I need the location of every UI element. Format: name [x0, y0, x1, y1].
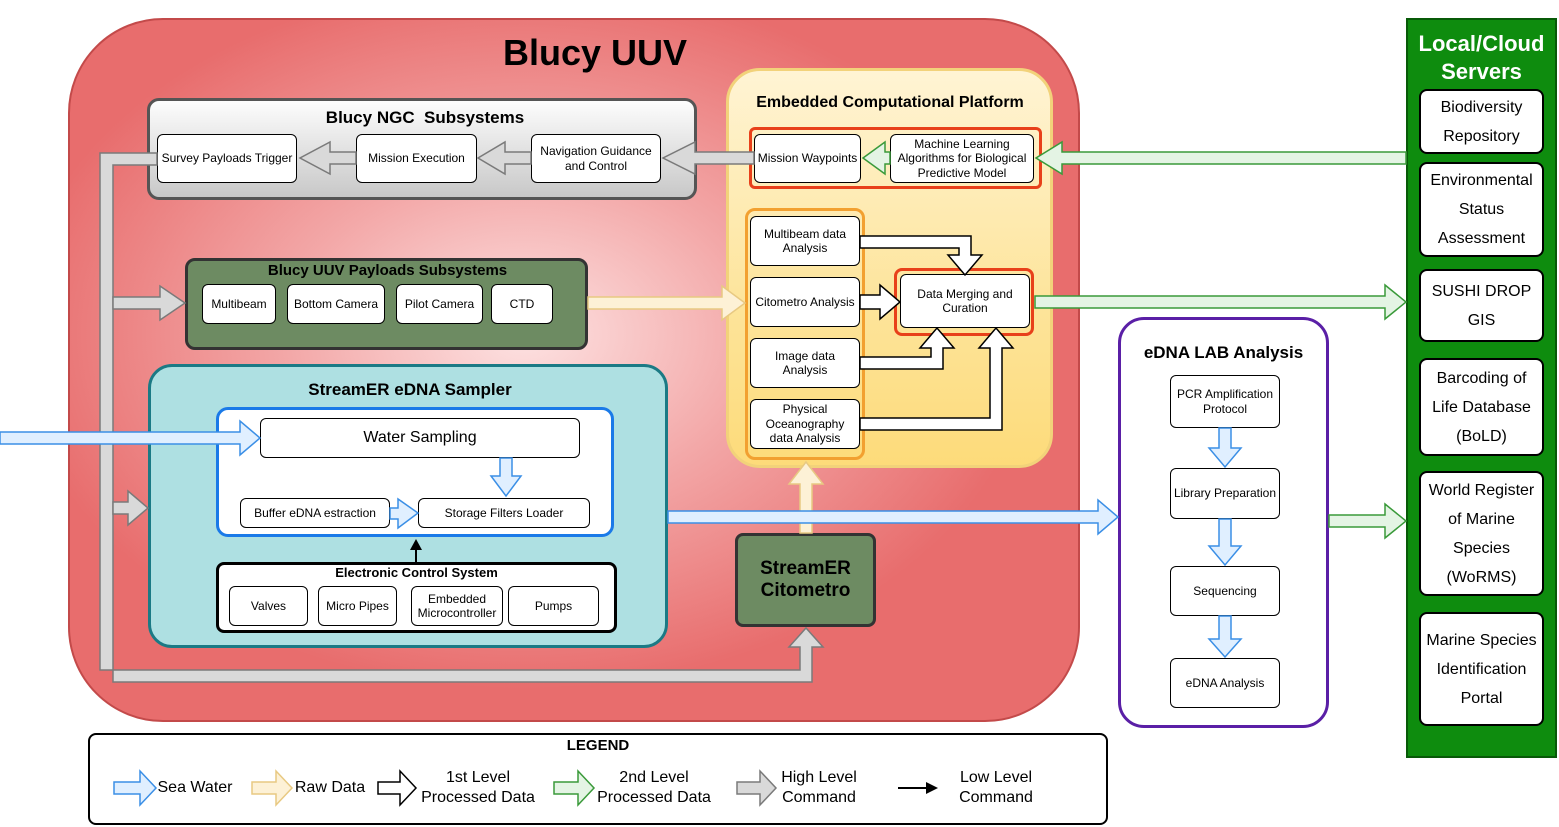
electronic-control-system-title: Electronic Control System	[335, 565, 498, 580]
server-bold: Barcoding of Life Database (BoLD)	[1419, 358, 1544, 456]
sea-water-legend-icon	[113, 769, 158, 807]
ecs-pumps: Pumps	[508, 586, 599, 626]
legend-raw-data: Raw Data	[294, 779, 366, 796]
pcr-amplification: PCR Amplification Protocol	[1170, 375, 1280, 428]
raw-data-arrows	[587, 284, 825, 534]
edna-analysis: eDNA Analysis	[1170, 658, 1280, 708]
raw-data-legend-icon	[251, 769, 294, 807]
mission-waypoints: Mission Waypoints	[754, 134, 861, 183]
sequencing: Sequencing	[1170, 566, 1280, 616]
library-preparation: Library Preparation	[1170, 468, 1280, 519]
payload-multibeam: Multibeam	[202, 284, 276, 324]
payload-pilot-camera: Pilot Camera	[396, 284, 483, 324]
low-level-command-arrow	[410, 539, 422, 562]
streamer-citometro-label: StreamER Citometro	[760, 558, 851, 601]
server-worms: World Register of Marine Species (WoRMS)	[1419, 471, 1544, 596]
servers-title: Local/Cloud Servers	[1418, 31, 1545, 84]
legend-second-level: 2nd Level Processed Data	[597, 769, 711, 806]
low-level-legend-icon-head	[926, 782, 938, 794]
buffer-edna-extraction: Buffer eDNA estraction	[240, 498, 390, 528]
ecs-micro-pipes: Micro Pipes	[318, 586, 397, 626]
legend-high-level: High Level Command	[781, 769, 857, 806]
analysis-group	[745, 208, 865, 460]
ml-predictive-model: Machine Learning Algorithms for Biologic…	[890, 134, 1034, 183]
legend-first-level: 1st Level Processed Data	[421, 769, 535, 806]
image-data-analysis: Image data Analysis	[750, 338, 860, 388]
data-merging-curation: Data Merging and Curation	[900, 274, 1030, 328]
storage-filters-loader: Storage Filters Loader	[418, 498, 590, 528]
server-environmental-status: Environmental Status Assessment	[1419, 162, 1544, 257]
sea-water-arrows	[0, 419, 1243, 659]
second-level-legend-icon	[553, 769, 596, 807]
ecs-valves: Valves	[229, 586, 308, 626]
first-level-legend-icon	[377, 769, 418, 807]
ngc-subsystems-title: Blucy NGC Subsystems	[325, 108, 525, 127]
survey-payloads-trigger: Survey Payloads Trigger	[157, 134, 297, 183]
payload-bottom-camera: Bottom Camera	[287, 284, 385, 324]
legend-title: LEGEND	[566, 737, 630, 754]
water-sampling: Water Sampling	[260, 418, 580, 458]
payloads-subsystems-title: Blucy UUV Payloads Subsystems	[267, 262, 508, 279]
blucy-uuv-title: Blucy UUV	[502, 32, 688, 73]
payload-ctd: CTD	[491, 284, 553, 324]
legend-low-level: Low Level Command	[959, 769, 1033, 806]
legend-sea-water: Sea Water	[157, 779, 233, 796]
mission-execution: Mission Execution	[356, 134, 477, 183]
edna-sampler-title: StreamER eDNA Sampler	[308, 380, 512, 399]
first-level-arrows	[859, 235, 1015, 431]
server-sushi-drop-gis: SUSHI DROP GIS	[1419, 269, 1544, 342]
high-level-legend-icon	[736, 769, 778, 807]
navigation-guidance-control: Navigation Guidance and Control	[531, 134, 661, 183]
physical-oceanography-analysis: Physical Oceanography data Analysis	[750, 399, 860, 449]
second-level-arrows	[861, 140, 1408, 540]
computational-platform-title: Embedded Computational Platform	[756, 94, 1024, 111]
server-biodiversity-repository: Biodiversity Repository	[1419, 89, 1544, 154]
edna-lab-title: eDNA LAB Analysis	[1143, 343, 1304, 362]
high-level-command-arrows	[99, 140, 825, 683]
streamer-citometro-box: StreamER Citometro	[735, 533, 876, 627]
server-marine-species-portal: Marine Species Identification Portal	[1419, 612, 1544, 726]
ecs-embedded-microcontroller: Embedded Microcontroller	[411, 586, 503, 626]
legend-panel	[88, 733, 1108, 825]
